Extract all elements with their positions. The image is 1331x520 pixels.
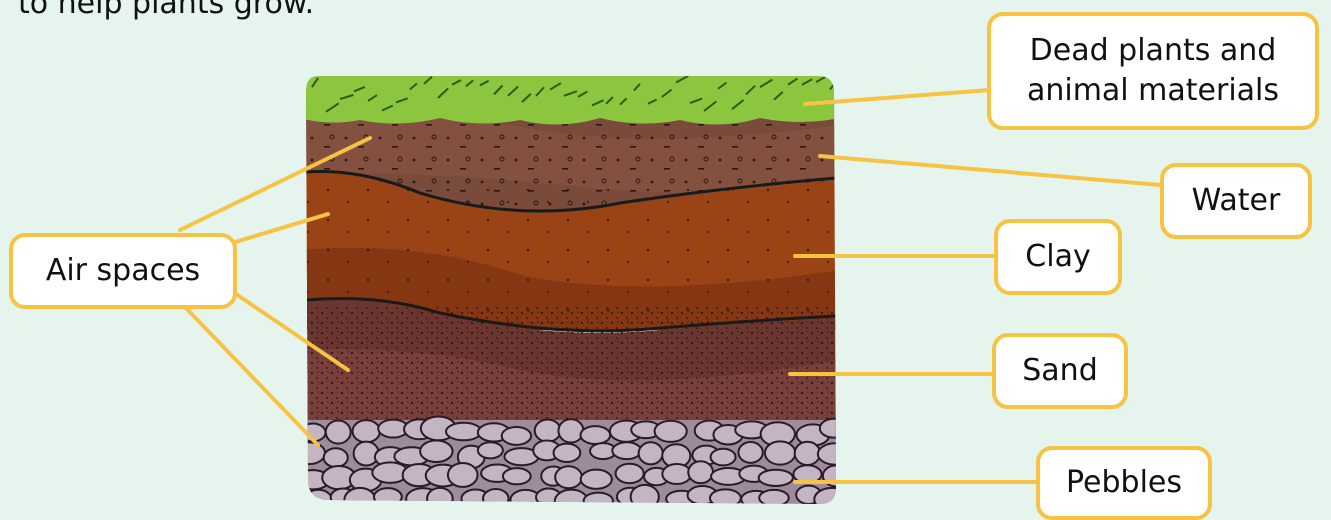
pebble [374,488,402,505]
pebble [503,468,531,484]
pebble [584,493,613,510]
pebble [765,441,795,464]
label-air-spaces: Air spaces [9,233,237,309]
label-dead-matter: Dead plants and animal materials [987,12,1319,130]
pebble [655,421,687,442]
pebble [820,419,848,438]
label-water: Water [1160,163,1312,239]
pebble [759,470,793,486]
pebble [535,420,561,442]
pebble [639,442,663,464]
pebble [759,490,789,506]
pebble [304,490,333,514]
pebble [502,427,531,445]
pebble [554,444,581,462]
pebble [818,443,853,464]
pebble [344,488,375,512]
pebble [795,442,820,465]
pebble [631,485,659,509]
grass-layer [300,70,840,125]
pebble [558,419,583,442]
pebble [581,470,612,489]
pebble [738,442,762,463]
pebble [293,442,325,464]
pebble [478,442,503,458]
pebble [326,421,351,444]
pebble [688,461,713,483]
leader-air-4 [182,304,318,445]
label-pebbles: Pebbles [1036,446,1212,520]
pebble [420,440,452,462]
pebble [616,464,644,483]
pebble [555,466,582,488]
pebble [581,426,611,444]
pebble [814,488,850,511]
pebble [662,464,691,484]
pebble [448,463,478,487]
pebble [427,488,453,510]
leader-water [820,156,1160,185]
label-sand: Sand [992,333,1128,409]
pebble [353,420,380,442]
pebble [711,449,736,466]
pebble [446,423,481,441]
pebble [612,442,641,459]
pebble [710,489,741,507]
pebble [483,489,508,508]
label-clay: Clay [994,219,1122,295]
pebble [324,448,348,467]
